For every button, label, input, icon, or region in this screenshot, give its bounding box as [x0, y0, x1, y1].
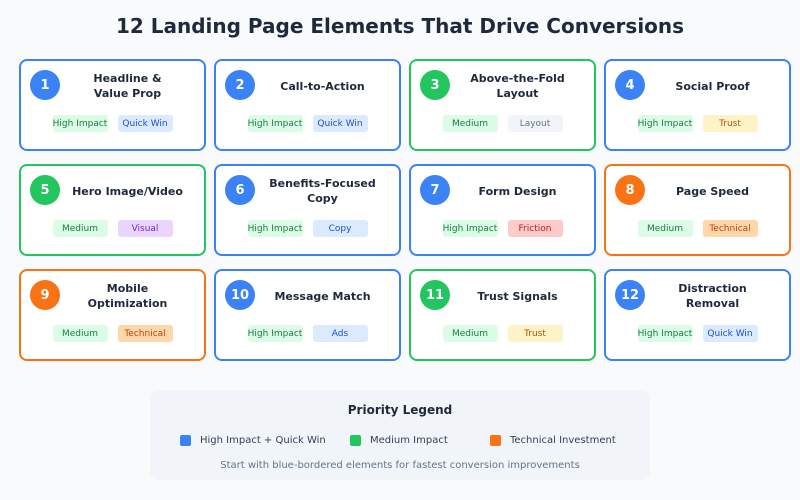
- element-tags: High Impact Ads: [230, 325, 385, 342]
- legend-label: Medium Impact: [370, 435, 448, 446]
- element-tags: High Impact Quick Win: [230, 115, 385, 132]
- element-tags: Medium Technical: [35, 325, 190, 342]
- impact-tag: High Impact: [637, 115, 693, 132]
- legend-label: High Impact + Quick Win: [200, 435, 326, 446]
- element-number-badge: 8: [615, 175, 645, 205]
- legend-label: Technical Investment: [510, 435, 616, 446]
- element-number-badge: 3: [420, 70, 450, 100]
- category-tag: Technical: [117, 325, 173, 342]
- element-title: Social Proof: [675, 79, 750, 93]
- category-tag: Copy: [312, 220, 368, 237]
- element-title: Headline & Value Prop: [93, 72, 162, 100]
- element-title: Call-to-Action: [280, 79, 365, 93]
- impact-tag: Medium: [52, 220, 108, 237]
- legend-swatch-blue: [180, 435, 191, 446]
- legend-item-technical: Technical Investment: [490, 435, 640, 446]
- element-tags: Medium Layout: [425, 115, 580, 132]
- element-tags: Medium Technical: [620, 220, 775, 237]
- category-tag: Friction: [507, 220, 563, 237]
- legend-note: Start with blue-bordered elements for fa…: [220, 460, 580, 471]
- element-number-badge: 4: [615, 70, 645, 100]
- category-tag: Quick Win: [117, 115, 173, 132]
- legend-item-high-impact: High Impact + Quick Win: [180, 435, 350, 446]
- element-tags: Medium Visual: [35, 220, 190, 237]
- element-title: Form Design: [478, 184, 557, 198]
- priority-legend: Priority Legend High Impact + Quick Win …: [150, 390, 650, 480]
- element-title: Above-the-Fold Layout: [470, 72, 565, 100]
- element-number-badge: 11: [420, 280, 450, 310]
- element-title: Benefits-Focused Copy: [269, 177, 376, 205]
- element-title: Page Speed: [676, 184, 749, 198]
- category-tag: Ads: [312, 325, 368, 342]
- impact-tag: Medium: [442, 115, 498, 132]
- element-tags: High Impact Friction: [425, 220, 580, 237]
- element-title: Distraction Removal: [678, 282, 747, 310]
- page-title: 12 Landing Page Elements That Drive Conv…: [115, 14, 685, 38]
- category-tag: Trust: [702, 115, 758, 132]
- impact-tag: High Impact: [442, 220, 498, 237]
- element-number-badge: 10: [225, 280, 255, 310]
- element-number-badge: 5: [30, 175, 60, 205]
- category-tag: Trust: [507, 325, 563, 342]
- element-number-badge: 7: [420, 175, 450, 205]
- element-tags: High Impact Copy: [230, 220, 385, 237]
- element-number-badge: 12: [615, 280, 645, 310]
- legend-item-medium-impact: Medium Impact: [350, 435, 490, 446]
- impact-tag: High Impact: [52, 115, 108, 132]
- legend-swatch-orange: [490, 435, 501, 446]
- legend-title: Priority Legend: [347, 403, 453, 417]
- element-number-badge: 1: [30, 70, 60, 100]
- legend-swatch-green: [350, 435, 361, 446]
- impact-tag: High Impact: [637, 325, 693, 342]
- impact-tag: High Impact: [247, 115, 303, 132]
- impact-tag: High Impact: [247, 325, 303, 342]
- element-number-badge: 6: [225, 175, 255, 205]
- element-tags: High Impact Quick Win: [35, 115, 190, 132]
- category-tag: Quick Win: [702, 325, 758, 342]
- impact-tag: Medium: [442, 325, 498, 342]
- element-title: Message Match: [274, 289, 371, 303]
- element-number-badge: 9: [30, 280, 60, 310]
- impact-tag: Medium: [637, 220, 693, 237]
- category-tag: Technical: [702, 220, 758, 237]
- element-number-badge: 2: [225, 70, 255, 100]
- category-tag: Layout: [507, 115, 563, 132]
- category-tag: Visual: [117, 220, 173, 237]
- impact-tag: Medium: [52, 325, 108, 342]
- element-title: Hero Image/Video: [72, 184, 183, 198]
- element-tags: High Impact Quick Win: [620, 325, 775, 342]
- element-title: Mobile Optimization: [87, 282, 168, 310]
- element-title: Trust Signals: [477, 289, 558, 303]
- element-tags: High Impact Trust: [620, 115, 775, 132]
- legend-items: High Impact + Quick Win Medium Impact Te…: [180, 435, 640, 446]
- impact-tag: High Impact: [247, 220, 303, 237]
- element-tags: Medium Trust: [425, 325, 580, 342]
- category-tag: Quick Win: [312, 115, 368, 132]
